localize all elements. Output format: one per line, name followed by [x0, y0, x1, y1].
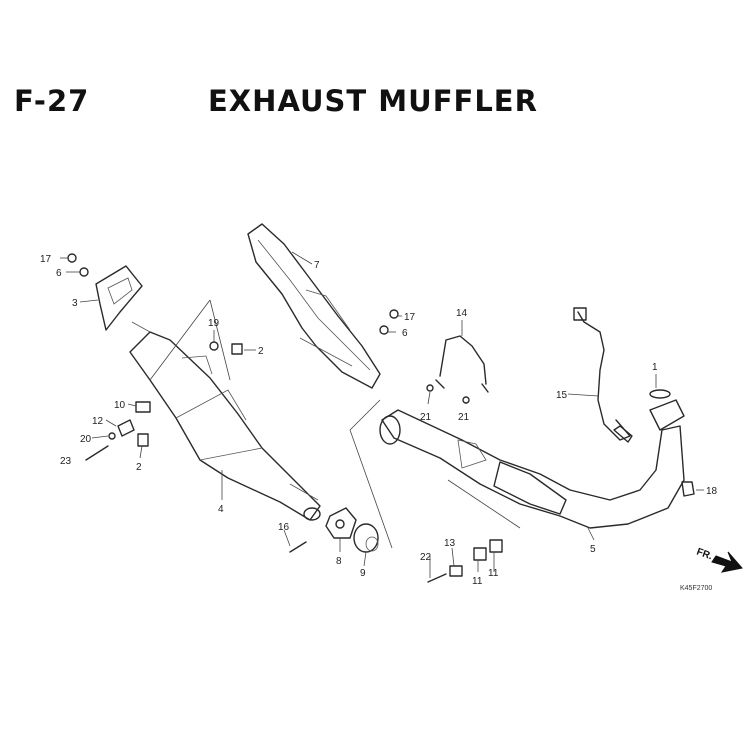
callout-16: 16	[278, 522, 290, 533]
callout-3: 3	[72, 298, 78, 309]
callout-19: 19	[208, 318, 220, 329]
callout-21a: 21	[420, 412, 432, 423]
callout-11b: 11	[488, 568, 499, 579]
callout-14: 14	[456, 308, 468, 319]
callout-1: 1	[652, 362, 658, 373]
callout-11a: 11	[472, 576, 483, 587]
callout-20: 20	[80, 434, 92, 445]
section-code: F-27	[14, 84, 90, 118]
callout-7: 7	[314, 260, 320, 271]
direction-label: FR.	[695, 546, 714, 562]
leader-lines	[60, 251, 704, 578]
callout-15: 15	[556, 390, 568, 401]
callout-13: 13	[444, 538, 456, 549]
callout-6a: 6	[56, 268, 62, 279]
o2-sensor-part	[573, 307, 633, 443]
callout-23: 23	[60, 456, 72, 467]
hose-bracket-part	[435, 335, 489, 393]
callout-18: 18	[706, 486, 718, 497]
front-arrow-icon	[711, 551, 743, 573]
callout-17b: 17	[404, 312, 416, 323]
muffler-body-part	[129, 331, 321, 521]
callout-17a: 17	[40, 254, 52, 265]
clamp-part	[325, 507, 357, 539]
callout-21b: 21	[458, 412, 470, 423]
callout-9: 9	[360, 568, 366, 579]
callout-2a: 2	[258, 346, 264, 357]
callout-labels: 17 6 3 19 2 7 17 6 14 21 21 15 1 18 5 10…	[40, 254, 718, 587]
callout-6b: 6	[402, 328, 408, 339]
callout-4: 4	[218, 504, 224, 515]
callout-8: 8	[336, 556, 342, 567]
muffler-bracket-part	[95, 265, 151, 333]
cap-nut-part	[681, 481, 695, 497]
diagram-ref-code: K45F2700	[680, 585, 712, 592]
callout-5: 5	[590, 544, 596, 555]
page-title: EXHAUST MUFFLER	[208, 84, 538, 118]
heat-shield-part	[247, 223, 381, 389]
callout-2b: 2	[136, 462, 142, 473]
callout-10: 10	[114, 400, 126, 411]
front-direction-indicator: FR.	[695, 546, 743, 573]
callout-12: 12	[92, 416, 104, 427]
exhaust-pipe-part	[379, 399, 685, 529]
callout-22: 22	[420, 552, 432, 563]
gasket-part	[649, 389, 671, 399]
muffler-gasket-part	[353, 523, 379, 553]
